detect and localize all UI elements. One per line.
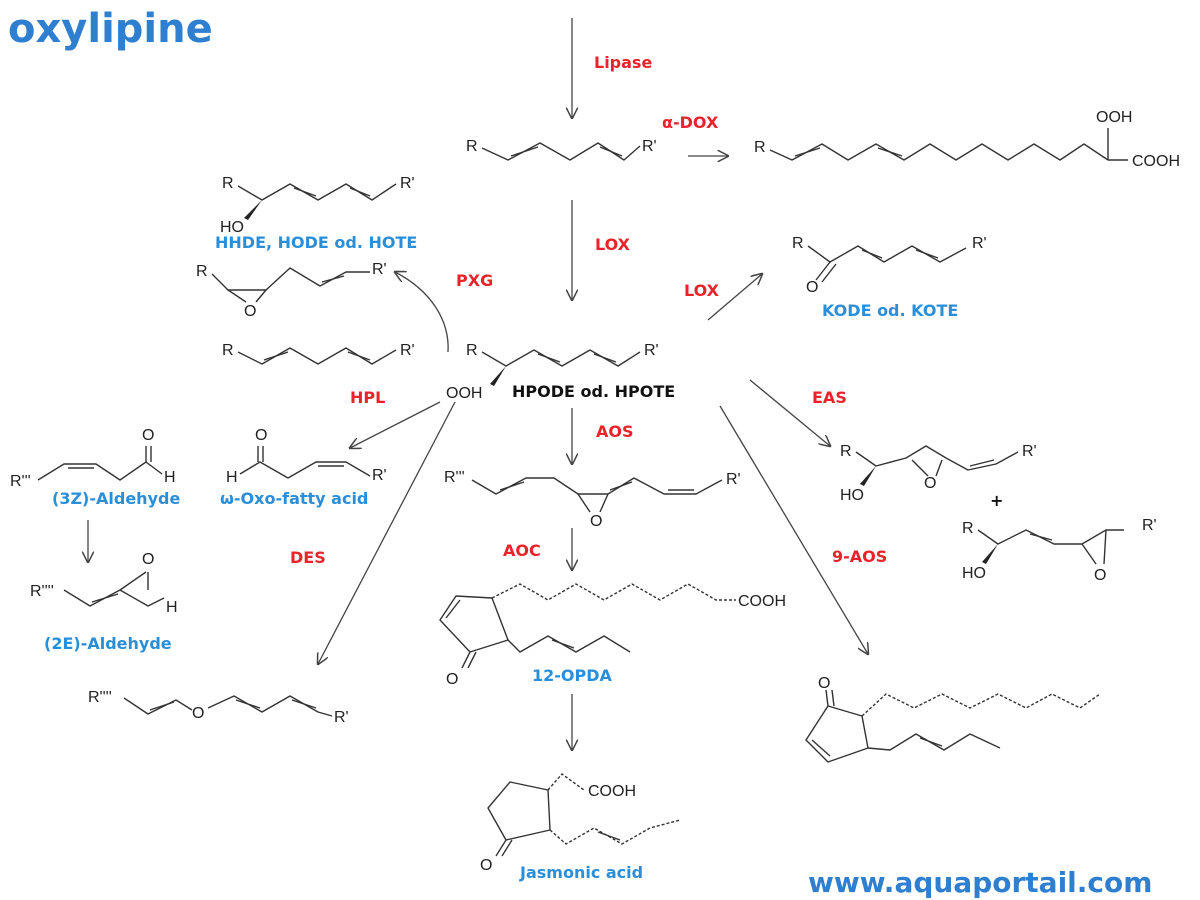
website-url: www.aquaportail.com [808,866,1152,899]
structure-divinyl-ether: R'''' O R' [88,689,349,726]
svg-text:R''': R''' [444,469,465,486]
svg-text:R': R' [726,471,741,488]
svg-text:R': R' [334,709,349,726]
enzyme-label-des: DES [290,548,326,567]
svg-text:OOH: OOH [446,385,482,402]
svg-text:R': R' [644,342,659,359]
svg-text:O: O [142,427,154,444]
svg-text:HO: HO [220,219,244,236]
structure-cyclopentenone: O [805,675,1101,763]
structure-12-opda: O COOH [439,583,786,688]
structure-epoxide-pxg: R R' O [196,261,387,320]
product-label-jasmonic-acid: Jasmonic acid [519,863,643,882]
structure-oxo-fatty-acid: O H R' [226,427,387,486]
product-label-12-opda: 12-OPDA [532,666,613,685]
product-label-hhde: HHDE, HODE od. HOTE [215,233,417,252]
svg-text:O: O [1094,567,1106,584]
product-label-hpode: HPODE od. HPOTE [512,382,675,401]
enzyme-label-pxg: PXG [456,271,493,290]
svg-text:HO: HO [962,565,986,582]
svg-text:R': R' [400,175,415,192]
svg-text:R: R [196,263,208,280]
enzyme-label-eas: EAS [812,388,847,407]
structure-eas-product-2: R HO R' O [962,517,1157,584]
svg-text:R': R' [972,235,987,252]
svg-text:O: O [255,427,267,444]
arrow-eas [749,379,830,446]
svg-text:O: O [142,551,154,568]
enzyme-label-lox: LOX [595,235,631,254]
svg-text:R''': R''' [10,473,31,490]
structure-2e-aldehyde: R'''' O H [30,551,178,616]
structure-kode: R O R' [792,235,987,296]
enzyme-label-alpha-dox: α-DOX [662,113,719,132]
svg-text:HO: HO [840,487,864,504]
arrow-lox-kode [707,274,762,321]
svg-text:R: R [962,520,974,537]
plus-sign: + [990,491,1003,510]
product-label-2e-aldehyde: (2E)-Aldehyde [44,634,172,653]
svg-text:H: H [226,469,238,486]
svg-text:R': R' [400,342,415,359]
svg-text:R: R [222,342,234,359]
enzyme-label-hpl: HPL [350,388,385,407]
enzyme-label-9-aos: 9-AOS [832,547,887,566]
arrow-nine-aos [719,405,868,654]
svg-text:R: R [222,175,234,192]
svg-text:R'''': R'''' [30,583,54,600]
page-title: oxylipine [8,6,213,52]
product-label-kode: KODE od. KOTE [822,301,958,320]
arrow-des [318,401,456,664]
enzyme-label-aoc: AOC [503,541,541,560]
enzyme-label-aos: AOS [596,422,634,441]
svg-text:R': R' [372,261,387,278]
svg-text:O: O [818,675,830,692]
svg-text:O: O [244,303,256,320]
svg-text:COOH: COOH [738,593,786,610]
svg-text:H: H [164,469,176,486]
svg-text:O: O [446,671,458,688]
product-label-3z-aldehyde: (3Z)-Aldehyde [52,489,180,508]
arrow-pxg [395,272,449,353]
svg-text:OOH: OOH [1096,109,1132,126]
svg-text:O: O [192,705,204,722]
structure-3z-aldehyde: R''' O H [10,427,176,490]
product-label-oxo-fatty-acid: ω-Oxo-fatty acid [220,489,368,508]
svg-text:R: R [840,443,852,460]
structure-jasmonic-acid: O COOH [480,773,681,874]
structure-allene-oxide: R''' O R' [444,469,741,530]
svg-text:H: H [166,599,178,616]
structure-diene: R R' [222,342,415,365]
svg-text:COOH: COOH [588,783,636,800]
svg-text:O: O [924,475,936,492]
svg-text:R: R [754,139,766,156]
svg-text:O: O [480,857,492,874]
structure-fatty-acid: R R' [466,138,657,161]
structure-eas-product-1: R HO R' O [840,443,1037,504]
structure-hhde: R HO R' [220,175,415,236]
structure-hpode: R OOH R' [446,342,659,402]
arrow-hpl [350,401,441,448]
enzyme-label-lipase: Lipase [594,53,652,72]
svg-text:R: R [466,138,478,155]
svg-text:R'''': R'''' [88,689,112,706]
structure-alpha-dox-product: R OOH COOH [754,109,1180,170]
svg-text:COOH: COOH [1132,153,1180,170]
svg-text:R': R' [1142,517,1157,534]
svg-text:O: O [590,513,602,530]
svg-text:R': R' [642,138,657,155]
enzyme-label-lox-kode: LOX [684,281,720,300]
svg-text:R': R' [372,467,387,484]
svg-text:R: R [792,235,804,252]
svg-text:O: O [806,279,818,296]
svg-text:R': R' [1022,443,1037,460]
svg-text:R: R [466,342,478,359]
